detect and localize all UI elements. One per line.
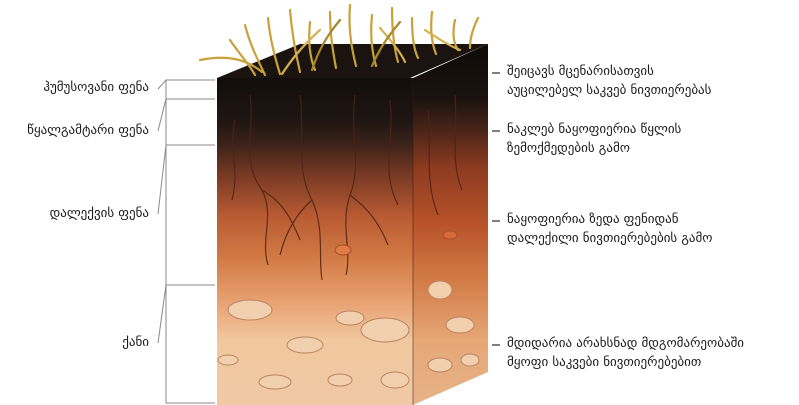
layer-label-bedrock: ქანი xyxy=(122,333,149,352)
description-bedrock-line1: მდიდარია არახსნად მდგომარეობაში xyxy=(507,334,744,353)
layer-label-humus: ჰუმუსოვანი ფენა xyxy=(43,78,149,97)
soil-front-face xyxy=(217,78,413,405)
description-leaching-line2: ზემოქმედების გამო xyxy=(507,139,681,158)
description-leaching: ნაკლებ ნაყოფიერია წყლის ზემოქმედების გამ… xyxy=(507,120,681,158)
layer-brackets xyxy=(158,80,215,403)
description-pointers xyxy=(492,73,500,345)
description-accumulation: ნაყოფიერია ზედა ფენიდან დალექილი ნივთიერ… xyxy=(507,210,713,248)
description-humus: შეიცავს მცენარისათვის აუცილებელ საკვებ ნ… xyxy=(507,62,711,100)
description-humus-line2: აუცილებელ საკვებ ნივთიერებას xyxy=(507,81,711,100)
description-accumulation-line1: ნაყოფიერია ზედა ფენიდან xyxy=(507,210,713,229)
bracket-bedrock xyxy=(158,285,166,343)
description-bedrock: მდიდარია არახსნად მდგომარეობაში მყოფი სა… xyxy=(507,334,744,372)
soil-block xyxy=(217,44,488,405)
soil-side-face xyxy=(413,44,488,405)
layer-label-accumulation: დალექვის ფენა xyxy=(50,204,149,223)
bracket-humus xyxy=(158,80,215,89)
description-accumulation-line2: დალექილი ნივთიერებების გამო xyxy=(507,229,713,248)
description-humus-line1: შეიცავს მცენარისათვის xyxy=(507,62,711,81)
bracket-accumulation xyxy=(158,145,166,214)
description-bedrock-line2: მყოფი საკვები ნივთიერებებით xyxy=(507,353,744,372)
bracket-leaching xyxy=(158,99,166,131)
description-leaching-line1: ნაკლებ ნაყოფიერია წყლის xyxy=(507,120,681,139)
layer-label-leaching: წყალგამტარი ფენა xyxy=(27,121,149,140)
